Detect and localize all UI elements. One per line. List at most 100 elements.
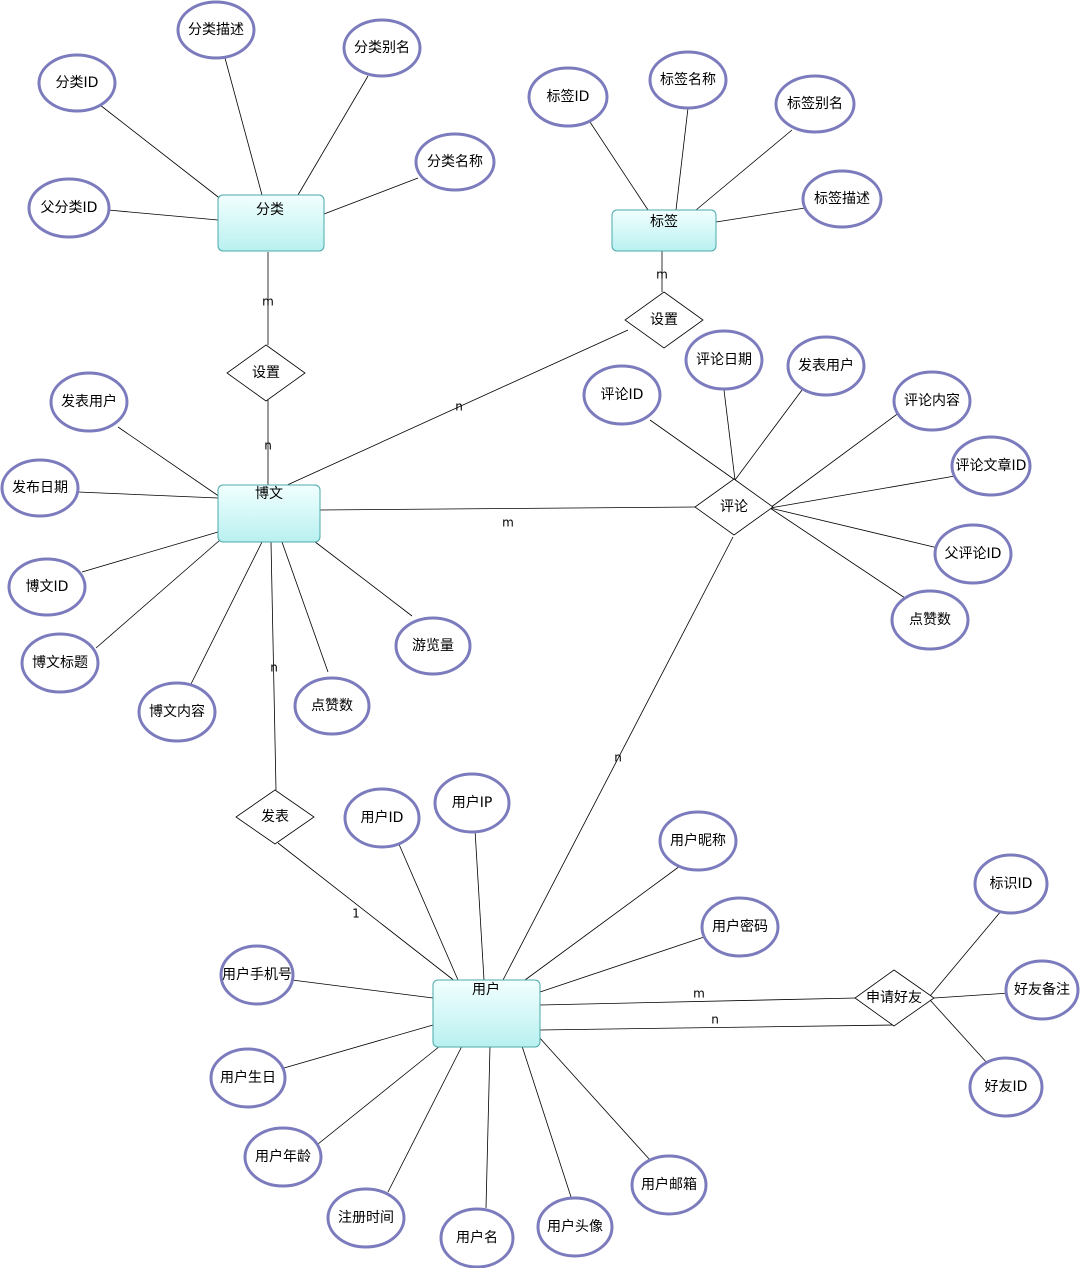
entity-user-label: 用户 <box>472 981 500 998</box>
svg-text:评论日期: 评论日期 <box>696 352 752 368</box>
svg-text:点赞数: 点赞数 <box>909 612 951 628</box>
cardinality-category-set: m <box>262 295 274 309</box>
svg-text:标识ID: 标识ID <box>990 876 1033 892</box>
svg-text:游览量: 游览量 <box>412 638 454 654</box>
attr-user-password: 用户密码 <box>700 896 780 958</box>
relationship-comment: 评论 <box>694 478 774 536</box>
entity-tag: 标签 <box>611 209 717 252</box>
relationship-friend-request-label: 申请好友 <box>866 990 922 1006</box>
svg-text:用户名: 用户名 <box>456 1229 498 1246</box>
svg-text:标签描述: 标签描述 <box>814 190 870 207</box>
relationship-set-category-label: 设置 <box>252 365 280 381</box>
attr-post-content: 博文内容 <box>137 681 217 743</box>
cardinality-user-friend-bottom: n <box>711 1013 719 1027</box>
connectors <box>77 57 1011 1209</box>
svg-text:注册时间: 注册时间 <box>338 1210 394 1226</box>
attr-post-likes: 点赞数 <box>293 676 371 736</box>
attr-tag-name: 标签名称 <box>648 50 728 110</box>
attr-tag-desc: 标签描述 <box>801 169 883 229</box>
svg-text:用户年龄: 用户年龄 <box>255 1148 311 1165</box>
svg-text:用户密码: 用户密码 <box>712 918 768 935</box>
attr-comment-date: 评论日期 <box>684 329 764 391</box>
svg-text:父分类ID: 父分类ID <box>41 200 98 216</box>
attr-user-register-time: 注册时间 <box>326 1187 406 1249</box>
attr-tag-id: 标签ID <box>527 66 609 128</box>
attr-tag-alias: 标签别名 <box>774 74 856 134</box>
attr-post-author: 发表用户 <box>49 371 129 433</box>
entity-post: 博文 <box>217 484 321 543</box>
svg-text:博文ID: 博文ID <box>26 578 69 595</box>
attr-comment-author: 发表用户 <box>786 335 866 397</box>
attr-user-avatar: 用户头像 <box>536 1196 614 1258</box>
attr-user-birthday: 用户生日 <box>209 1047 287 1109</box>
entity-user: 用户 <box>432 979 541 1048</box>
attr-comment-parent-id: 父评论ID <box>933 523 1013 585</box>
cardinality-comment-user: n <box>614 751 622 765</box>
svg-text:父评论ID: 父评论ID <box>945 546 1002 562</box>
attr-user-email: 用户邮箱 <box>630 1154 708 1216</box>
cardinality-set-post-category: n <box>264 439 272 453</box>
attr-user-username: 用户名 <box>439 1207 515 1268</box>
svg-text:评论内容: 评论内容 <box>904 392 960 409</box>
svg-text:用户IP: 用户IP <box>452 794 493 811</box>
svg-text:点赞数: 点赞数 <box>311 698 353 714</box>
svg-text:博文标题: 博文标题 <box>32 654 88 671</box>
svg-text:发表用户: 发表用户 <box>798 357 854 374</box>
attr-comment-content: 评论内容 <box>892 370 972 432</box>
svg-text:好友ID: 好友ID <box>985 1079 1028 1095</box>
relationship-publish-label: 发表 <box>261 809 289 825</box>
attr-category-name: 分类名称 <box>414 132 496 192</box>
attr-comment-id: 评论ID <box>582 364 662 426</box>
svg-text:用户头像: 用户头像 <box>547 1218 603 1235</box>
svg-text:博文内容: 博文内容 <box>149 703 205 720</box>
svg-text:发布日期: 发布日期 <box>12 480 68 496</box>
cardinality-set-post-tag: n <box>455 400 463 414</box>
attr-category-alias: 分类别名 <box>342 18 422 78</box>
cardinality-tag-set: m <box>656 268 668 282</box>
relationship-set-tag: 设置 <box>624 291 704 349</box>
svg-text:用户生日: 用户生日 <box>220 1069 276 1086</box>
cardinality-user-friend-top: m <box>693 987 705 1001</box>
svg-text:标签ID: 标签ID <box>547 88 590 105</box>
attr-user-id: 用户ID <box>343 787 421 849</box>
attr-comment-post-id: 评论文章ID <box>950 435 1032 497</box>
svg-text:用户邮箱: 用户邮箱 <box>641 1176 697 1193</box>
attr-user-ip: 用户IP <box>433 772 511 834</box>
svg-text:好友备注: 好友备注 <box>1014 981 1070 998</box>
svg-text:标签别名: 标签别名 <box>787 95 843 112</box>
svg-text:分类描述: 分类描述 <box>188 22 244 38</box>
relationship-set-category: 设置 <box>226 344 306 402</box>
svg-text:用户手机号: 用户手机号 <box>222 966 292 983</box>
svg-text:分类名称: 分类名称 <box>427 154 483 170</box>
attr-post-title: 博文标题 <box>20 632 100 694</box>
svg-text:分类别名: 分类别名 <box>354 40 410 56</box>
relationship-friend-request: 申请好友 <box>854 969 935 1027</box>
relationship-publish: 发表 <box>235 789 315 845</box>
attr-user-age: 用户年龄 <box>243 1126 323 1188</box>
svg-text:用户ID: 用户ID <box>361 809 404 826</box>
svg-text:评论ID: 评论ID <box>601 387 644 403</box>
cardinality-publish-user: 1 <box>352 907 360 921</box>
attr-category-parent-id: 父分类ID <box>27 177 111 239</box>
svg-text:发表用户: 发表用户 <box>61 393 117 410</box>
attr-comment-likes: 点赞数 <box>890 589 970 651</box>
attr-post-date: 发布日期 <box>0 458 80 518</box>
relationship-comment-label: 评论 <box>720 499 748 515</box>
svg-text:分类ID: 分类ID <box>56 75 99 91</box>
attr-category-id: 分类ID <box>37 53 117 113</box>
entity-post-label: 博文 <box>255 485 283 502</box>
svg-text:用户昵称: 用户昵称 <box>670 832 726 849</box>
cardinality-post-publish: n <box>270 661 278 675</box>
svg-text:评论文章ID: 评论文章ID <box>956 457 1027 474</box>
entity-category-label: 分类 <box>256 202 284 218</box>
entity-category: 分类 <box>217 194 325 252</box>
attr-category-desc: 分类描述 <box>176 0 256 60</box>
relationship-set-tag-label: 设置 <box>650 312 678 328</box>
attr-post-id: 博文ID <box>7 557 87 617</box>
attr-user-phone: 用户手机号 <box>219 944 295 1006</box>
cardinality-post-comment: m <box>502 516 514 530</box>
attr-friend-mark-id: 标识ID <box>973 853 1049 915</box>
attr-friend-remark: 好友备注 <box>1004 959 1080 1021</box>
attr-post-views: 游览量 <box>394 616 472 676</box>
